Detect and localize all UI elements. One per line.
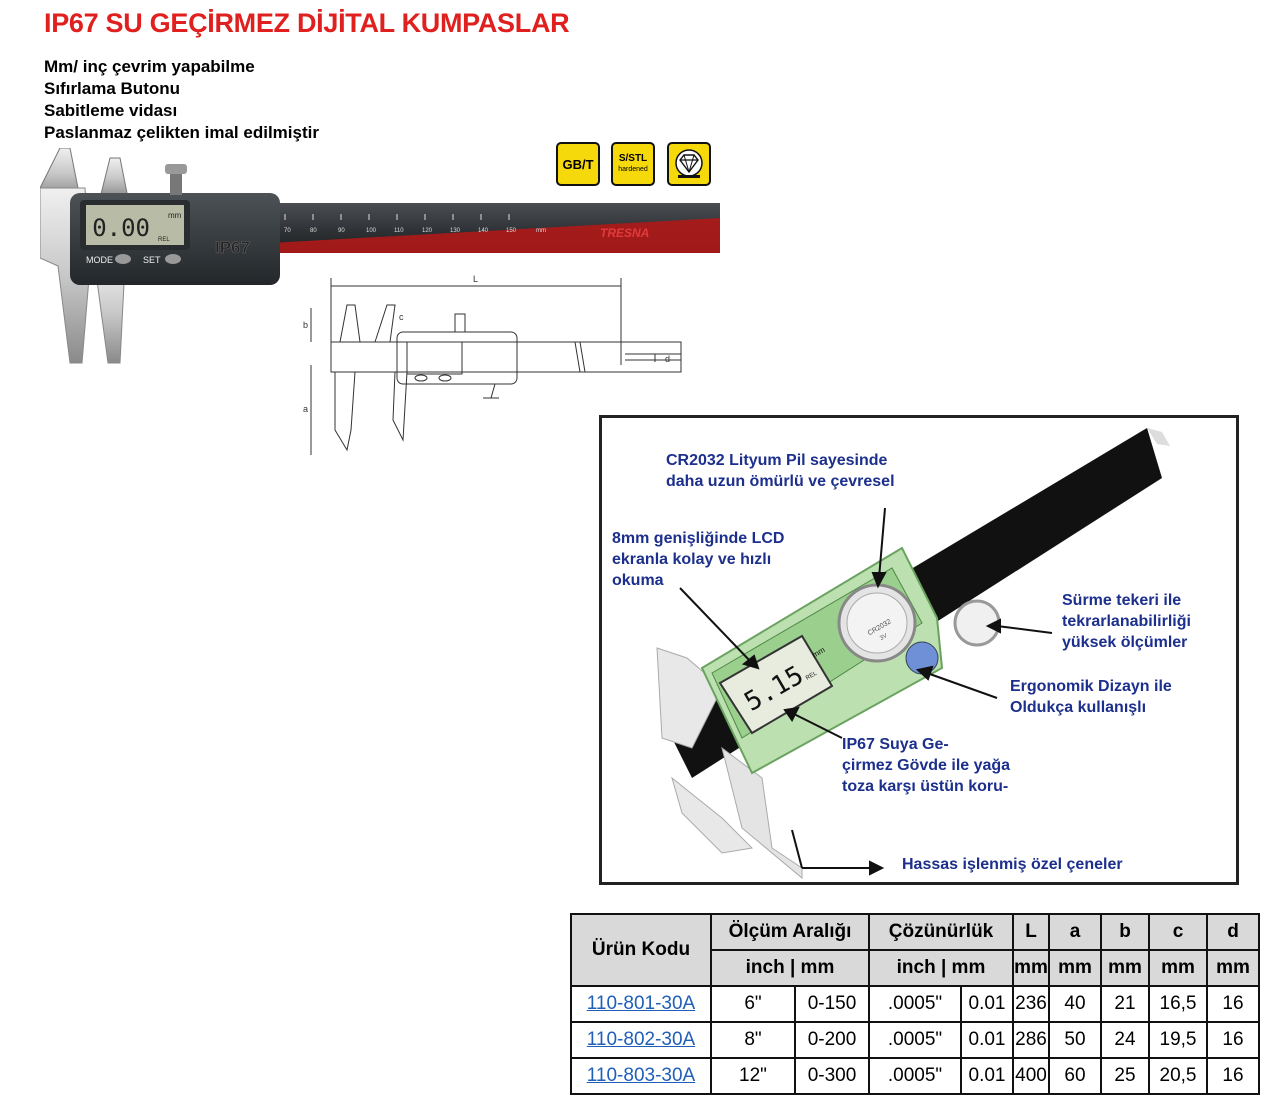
res-mm-cell: 0.01 [960, 985, 1014, 1023]
spec-table: Ürün Kodu Ölçüm Aralığı Çözünürlük L a b… [570, 913, 1260, 1095]
dim-a: a [303, 404, 308, 414]
a-cell: 40 [1048, 985, 1102, 1023]
range-mm-cell: 0-200 [794, 1021, 870, 1059]
b-cell: 24 [1100, 1021, 1150, 1059]
svg-text:140: 140 [478, 228, 489, 234]
battery-sub: 3V [879, 633, 888, 642]
d-cell: 16 [1206, 1057, 1260, 1095]
mode-label: MODE [86, 255, 113, 265]
c-cell: 20,5 [1148, 1057, 1208, 1095]
range-inch-cell: 6" [710, 985, 796, 1023]
photo-display-value: 0.00 [92, 214, 150, 242]
table-row: 110-803-30A 12" 0-300 .0005" 0.01 400 60… [570, 1057, 1260, 1095]
header-resolution: Çözünürlük [868, 913, 1014, 951]
photo-display-sub: REL [158, 237, 170, 243]
feature-item: Sıfırlama Butonu [44, 79, 181, 98]
range-mm-cell: 0-300 [794, 1057, 870, 1095]
b-cell: 21 [1100, 985, 1150, 1023]
svg-text:150: 150 [506, 228, 517, 234]
res-mm-cell: 0.01 [960, 1057, 1014, 1095]
L-cell: 400 [1012, 1057, 1050, 1095]
info-display-sub: REL [805, 670, 819, 681]
gbt-badge: GB/T [556, 142, 600, 186]
dim-c: c [399, 312, 404, 322]
table-row: 110-802-30A 8" 0-200 .0005" 0.01 286 50 … [570, 1021, 1260, 1059]
svg-text:90: 90 [338, 228, 345, 234]
res-inch-cell: .0005" [868, 1057, 962, 1095]
svg-text:120: 120 [422, 228, 433, 234]
b-cell: 25 [1100, 1057, 1150, 1095]
feature-item: Sabitleme vidası [44, 101, 178, 120]
product-code-cell[interactable]: 110-803-30A [570, 1057, 712, 1095]
L-cell: 286 [1012, 1021, 1050, 1059]
product-code-cell[interactable]: 110-802-30A [570, 1021, 712, 1059]
page-title: IP67 SU GEÇİRMEZ DİJİTAL KUMPASLAR [44, 8, 570, 38]
header-L: L [1012, 913, 1050, 951]
res-inch-cell: .0005" [868, 1021, 962, 1059]
mode-button[interactable] [115, 254, 131, 264]
d-cell: 16 [1206, 1021, 1260, 1059]
scale-numbers: 70 80 90 100 110 120 130 140 150 mm [284, 228, 546, 234]
c-cell: 16,5 [1148, 985, 1208, 1023]
header-b: b [1100, 913, 1150, 951]
range-inch-cell: 8" [710, 1021, 796, 1059]
product-link[interactable]: 110-803-30A [586, 1065, 696, 1086]
svg-text:80: 80 [310, 228, 317, 234]
header-product-code: Ürün Kodu [570, 913, 712, 987]
product-link[interactable]: 110-802-30A [586, 1029, 696, 1050]
L-cell: 236 [1012, 985, 1050, 1023]
svg-text:130: 130 [450, 228, 461, 234]
product-code-cell[interactable]: 110-801-30A [570, 985, 712, 1023]
c-cell: 19,5 [1148, 1021, 1208, 1059]
feature-list: Mm/ inç çevrim yapabilme Sıfırlama Buton… [44, 56, 319, 144]
res-mm-cell: 0.01 [960, 1021, 1014, 1059]
dim-d: d [665, 354, 670, 364]
dim-b: b [303, 320, 308, 330]
set-label: SET [143, 255, 161, 265]
ip-logo: IP67 [215, 238, 250, 257]
feature-item: Paslanmaz çelikten imal edilmiştir [44, 123, 319, 142]
header-c: c [1148, 913, 1208, 951]
subheader-range: inch | mm [710, 949, 870, 987]
header-a: a [1048, 913, 1102, 951]
photo-display-unit: mm [168, 211, 182, 220]
dimension-drawing: L b c a d [303, 274, 682, 455]
range-mm-cell: 0-150 [794, 985, 870, 1023]
callout-jaws: Hassas işlenmiş özel çeneler [902, 856, 1123, 873]
diamond-badge [667, 142, 711, 186]
product-link[interactable]: 110-801-30A [586, 993, 696, 1014]
svg-text:70: 70 [284, 228, 291, 234]
dim-L: L [473, 274, 478, 284]
svg-text:100: 100 [366, 228, 377, 234]
subheader-c: mm [1148, 949, 1208, 987]
a-cell: 50 [1048, 1021, 1102, 1059]
diamond-icon [675, 149, 703, 178]
caliper-photo: 0.00 mm REL MODE SET IP67 70 80 90 100 1… [40, 148, 720, 364]
header-d: d [1206, 913, 1260, 951]
subheader-a: mm [1048, 949, 1102, 987]
subheader-d: mm [1206, 949, 1260, 987]
res-inch-cell: .0005" [868, 985, 962, 1023]
set-button[interactable] [165, 254, 181, 264]
range-inch-cell: 12" [710, 1057, 796, 1095]
header-range: Ölçüm Aralığı [710, 913, 870, 951]
table-row: 110-801-30A 6" 0-150 .0005" 0.01 236 40 … [570, 985, 1260, 1023]
caliper-cutaway-illustration: CR2032 3V 5.15 mm REL [656, 428, 1170, 880]
subheader-b: mm [1100, 949, 1150, 987]
svg-text:110: 110 [394, 228, 404, 234]
brand-logo: TRESNA [600, 226, 649, 240]
d-cell: 16 [1206, 985, 1260, 1023]
a-cell: 60 [1048, 1057, 1102, 1095]
feature-item: Mm/ inç çevrim yapabilme [44, 57, 255, 76]
feature-illustration: CR2032 3V 5.15 mm REL CR2032 Lityum Pil … [599, 415, 1239, 885]
subheader-resolution: inch | mm [868, 949, 1014, 987]
subheader-L: mm [1012, 949, 1050, 987]
svg-text:mm: mm [536, 228, 546, 234]
